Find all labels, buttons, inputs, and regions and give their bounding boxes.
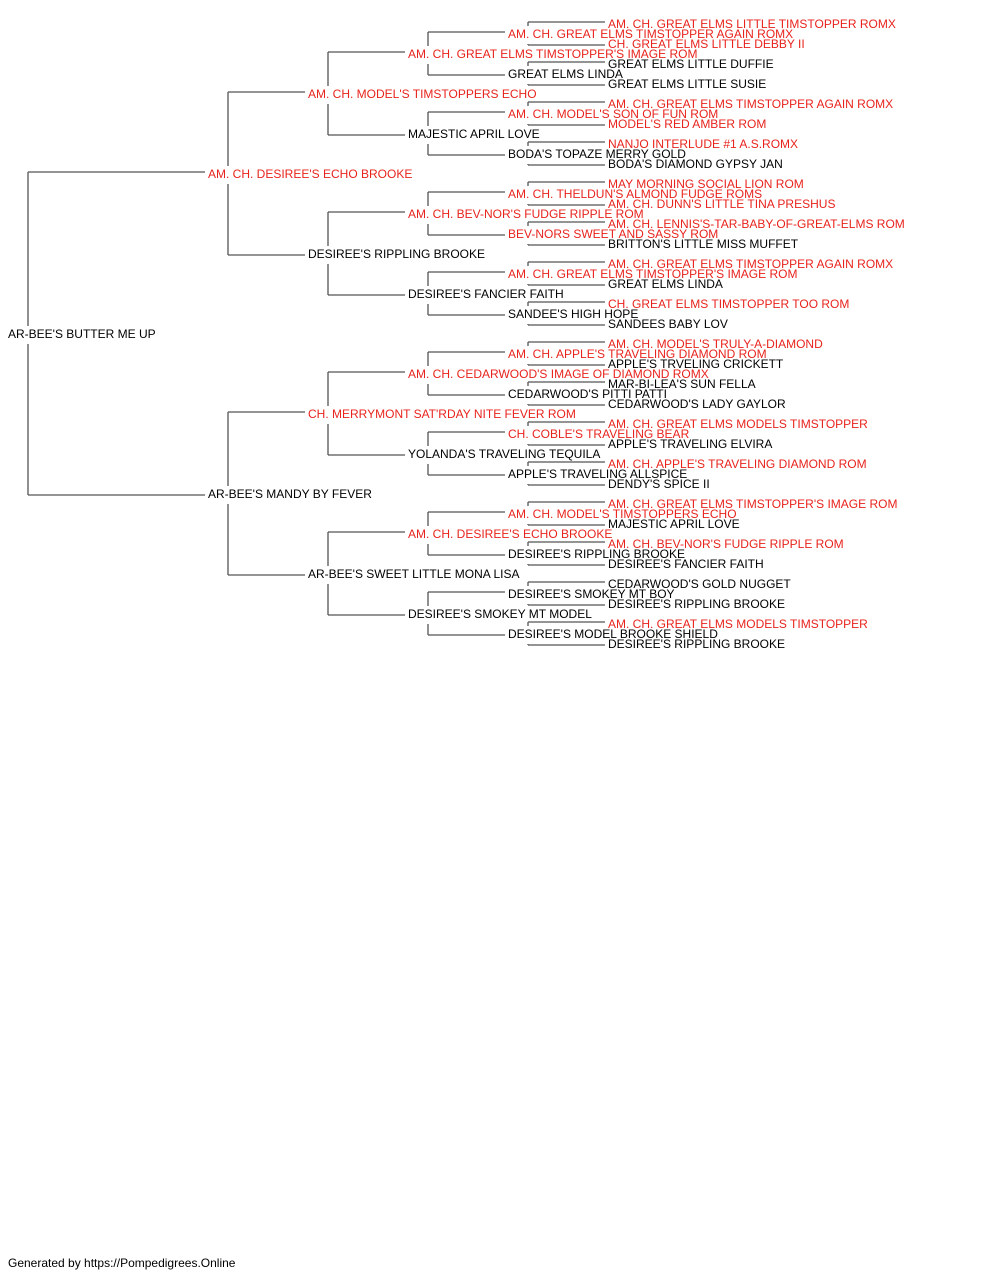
dam-name: SANDEE'S HIGH HOPE	[508, 307, 638, 321]
dam-name: GREAT ELMS LINDA	[508, 67, 623, 81]
dam-name: APPLE'S TRAVELING ALLSPICE	[508, 467, 687, 481]
dam-name: GREAT ELMS LITTLE SUSIE	[608, 77, 766, 91]
sire-name: CH. COBLE'S TRAVELING BEAR	[508, 427, 690, 441]
dam-name: MODEL'S RED AMBER ROM	[608, 117, 766, 131]
sire-name: GREAT ELMS LITTLE DUFFIE	[608, 57, 774, 71]
sire-name: AM. CH. CEDARWOOD'S IMAGE OF DIAMOND ROM…	[408, 367, 709, 381]
sire-name: MAY MORNING SOCIAL LION ROM	[608, 177, 804, 191]
sire-name: AM. CH. APPLE'S TRAVELING DIAMOND ROM	[608, 457, 867, 471]
dam-name: AM. CH. DUNN'S LITTLE TINA PRESHUS	[608, 197, 835, 211]
dam-name: DENDY'S SPICE II	[608, 477, 710, 491]
dam-name: DESIREE'S RIPPLING BROOKE	[508, 547, 685, 561]
sire-name: AM. CH. DESIREE'S ECHO BROOKE	[208, 167, 412, 181]
sire-name: AM. CH. APPLE'S TRAVELING DIAMOND ROM	[508, 347, 767, 361]
sire-name: AM. CH. GREAT ELMS LITTLE TIMSTOPPER ROM…	[608, 17, 896, 31]
dam-name: DESIREE'S RIPPLING BROOKE	[608, 637, 785, 651]
dam-name: BODA'S DIAMOND GYPSY JAN	[608, 157, 783, 171]
sire-name: AM. CH. GREAT ELMS TIMSTOPPER'S IMAGE RO…	[408, 47, 697, 61]
dam-name: DESIREE'S RIPPLING BROOKE	[308, 247, 485, 261]
sire-name: AM. CH. DESIREE'S ECHO BROOKE	[408, 527, 612, 541]
dam-name: CEDARWOOD'S LADY GAYLOR	[608, 397, 786, 411]
dam-name: AR-BEE'S MANDY BY FEVER	[208, 487, 372, 501]
sire-name: MAR-BI-LEA'S SUN FELLA	[608, 377, 756, 391]
dam-name: MAJESTIC APRIL LOVE	[408, 127, 540, 141]
sire-name: AM. CH. GREAT ELMS TIMSTOPPER AGAIN ROMX	[508, 27, 793, 41]
dam-name: BEV-NORS SWEET AND SASSY ROM	[508, 227, 718, 241]
dam-name: MAJESTIC APRIL LOVE	[608, 517, 740, 531]
dam-name: GREAT ELMS LINDA	[608, 277, 723, 291]
sire-name: AM. CH. MODEL'S TIMSTOPPERS ECHO	[508, 507, 737, 521]
dam-name: BODA'S TOPAZE MERRY GOLD	[508, 147, 686, 161]
dam-name: APPLE'S TRAVELING ELVIRA	[608, 437, 772, 451]
dam-name: DESIREE'S FANCIER FAITH	[608, 557, 764, 571]
dam-name: DESIREE'S SMOKEY MT MODEL	[408, 607, 592, 621]
sire-name: AM. CH. MODEL'S SON OF FUN ROM	[508, 107, 718, 121]
dam-name: CH. GREAT ELMS LITTLE DEBBY II	[608, 37, 805, 51]
sire-name: AM. CH. GREAT ELMS TIMSTOPPER AGAIN ROMX	[608, 97, 893, 111]
dam-name: CEDARWOOD'S PITTI PATTI	[508, 387, 667, 401]
sire-name: AM. CH. GREAT ELMS TIMSTOPPER'S IMAGE RO…	[508, 267, 797, 281]
dam-name: YOLANDA'S TRAVELING TEQUILA	[408, 447, 600, 461]
sire-name: AM. CH. LENNIS'S-TAR-BABY-OF-GREAT-ELMS …	[608, 217, 905, 231]
dam-name: DESIREE'S MODEL BROOKE SHIELD	[508, 627, 718, 641]
sire-name: AM. CH. GREAT ELMS TIMSTOPPER'S IMAGE RO…	[608, 497, 897, 511]
sire-name: CEDARWOOD'S GOLD NUGGET	[608, 577, 791, 591]
subject-dog-name: AR-BEE'S BUTTER ME UP	[8, 327, 156, 341]
dam-name: BRITTON'S LITTLE MISS MUFFET	[608, 237, 799, 251]
sire-name: AM. CH. BEV-NOR'S FUDGE RIPPLE ROM	[408, 207, 644, 221]
sire-name: AM. CH. MODEL'S TIMSTOPPERS ECHO	[308, 87, 537, 101]
dam-name: AR-BEE'S SWEET LITTLE MONA LISA	[308, 567, 519, 581]
sire-name: CH. GREAT ELMS TIMSTOPPER TOO ROM	[608, 297, 849, 311]
sire-name: NANJO INTERLUDE #1 A.S.ROMX	[608, 137, 798, 151]
dam-name: APPLE'S TRVELING CRICKETT	[608, 357, 784, 371]
sire-name: AM. CH. GREAT ELMS MODELS TIMSTOPPER	[608, 617, 868, 631]
sire-name: AM. CH. GREAT ELMS MODELS TIMSTOPPER	[608, 417, 868, 431]
sire-name: DESIREE'S SMOKEY MT BOY	[508, 587, 675, 601]
dam-name: DESIREE'S FANCIER FAITH	[408, 287, 564, 301]
sire-name: CH. MERRYMONT SAT'RDAY NITE FEVER ROM	[308, 407, 576, 421]
dam-name: DESIREE'S RIPPLING BROOKE	[608, 597, 785, 611]
dam-name: SANDEES BABY LOV	[608, 317, 728, 331]
footer-credit: Generated by https://Pompedigrees.Online	[8, 1256, 236, 1270]
sire-name: AM. CH. MODEL'S TRULY-A-DIAMOND	[608, 337, 823, 351]
sire-name: AM. CH. BEV-NOR'S FUDGE RIPPLE ROM	[608, 537, 844, 551]
sire-name: AM. CH. GREAT ELMS TIMSTOPPER AGAIN ROMX	[608, 257, 893, 271]
sire-name: AM. CH. THELDUN'S ALMOND FUDGE ROMS	[508, 187, 762, 201]
